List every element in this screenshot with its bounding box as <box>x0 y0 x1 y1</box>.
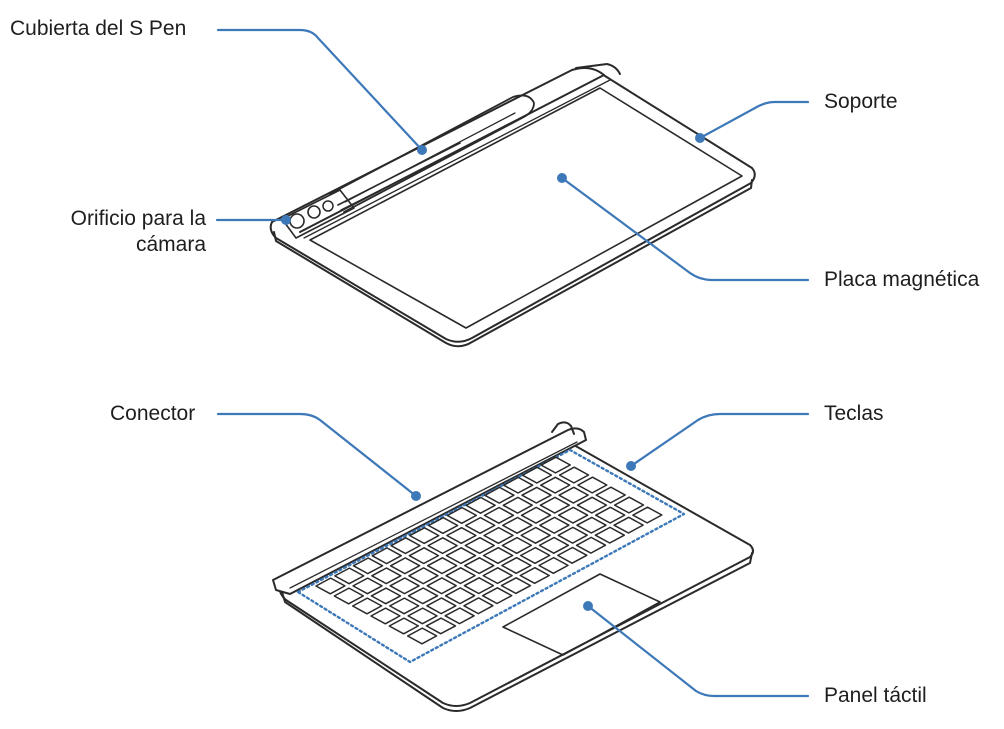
label-camera-hole-line2: cámara <box>20 232 206 258</box>
label-touchpad: Panel táctil <box>824 683 927 709</box>
book-cover-illustration <box>271 64 755 346</box>
dot-stand <box>695 133 705 143</box>
label-camera-hole-line1: Orificio para la <box>20 206 206 232</box>
dot-camera-hole <box>281 215 291 225</box>
label-stand: Soporte <box>824 89 898 115</box>
dot-keys <box>626 461 636 471</box>
label-camera-hole: Orificio para la cámara <box>20 206 206 258</box>
label-magnetic-plate: Placa magnética <box>824 267 979 293</box>
leader-s-pen-cover <box>218 30 422 150</box>
dot-s-pen-cover <box>417 145 427 155</box>
dot-touchpad <box>583 601 593 611</box>
label-s-pen-cover: Cubierta del S Pen <box>10 16 186 42</box>
label-keys: Teclas <box>824 401 884 427</box>
dot-connector <box>411 491 421 501</box>
leader-stand <box>700 102 808 138</box>
leader-keys <box>631 414 808 466</box>
dot-magnetic-plate <box>557 173 567 183</box>
leader-connector <box>218 414 416 496</box>
label-connector: Conector <box>110 401 195 427</box>
